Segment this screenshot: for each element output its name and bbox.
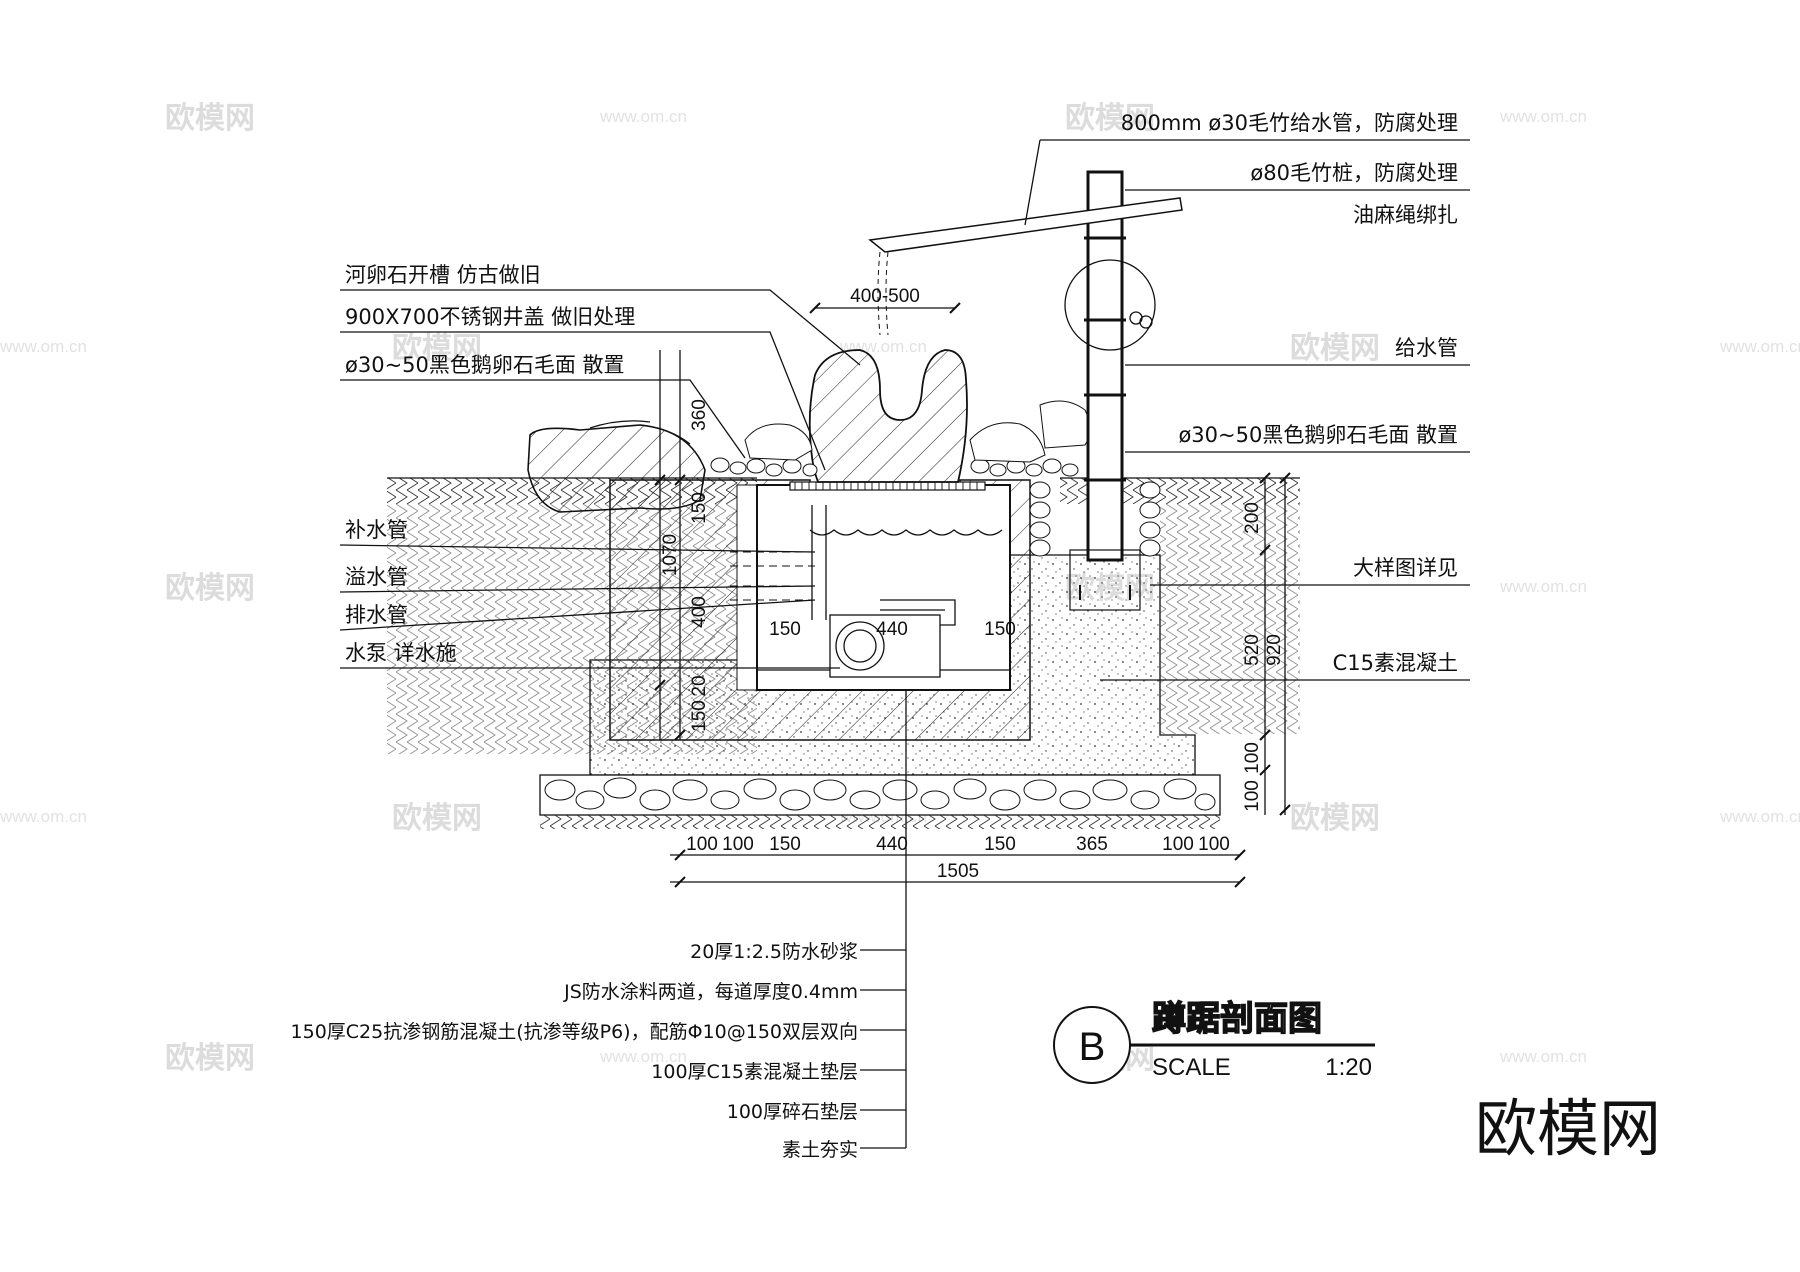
watermark-url: www.om.cn bbox=[599, 107, 687, 126]
callout-c15: C15素混凝土 bbox=[1333, 651, 1458, 675]
carved-stone bbox=[808, 349, 968, 483]
gravel-bed bbox=[539, 774, 1221, 829]
scale-value: 1:20 bbox=[1325, 1054, 1372, 1081]
callout-makeup-pipe: 补水管 bbox=[345, 518, 408, 542]
watermark-url: www.om.cn bbox=[1719, 807, 1800, 826]
layer-note-mortar: 20厚1:2.5防水砂浆 bbox=[690, 941, 858, 963]
callout-hemp-rope: 油麻绳绑扎 bbox=[1353, 203, 1458, 227]
callout-detail-ref: 大样图详见 bbox=[1353, 556, 1458, 580]
dim-bottom-365: 365 bbox=[1076, 834, 1108, 855]
dim-right-520: 520 bbox=[1242, 634, 1263, 666]
watermark-brand: 欧模网 bbox=[1065, 101, 1155, 136]
dim-right-200: 200 bbox=[1242, 502, 1263, 534]
watermark-url: www.om.cn bbox=[0, 337, 87, 356]
watermark-brand: 欧模网 bbox=[165, 1041, 255, 1076]
watermark-brand: 欧模网 bbox=[392, 801, 482, 836]
callout-bamboo-pile: ø80毛竹桩，防腐处理 bbox=[1250, 161, 1458, 185]
callout-overflow-pipe: 溢水管 bbox=[345, 565, 408, 589]
stone-boulders bbox=[527, 420, 706, 513]
watermark-brand: 欧模网 bbox=[1290, 801, 1380, 836]
leader-lines bbox=[339, 139, 1470, 1149]
dim-right-920: 920 bbox=[1264, 634, 1285, 666]
callout-pump: 水泵 详水施 bbox=[345, 641, 457, 665]
dim-right-100b: 100 bbox=[1242, 780, 1263, 812]
layer-note-gravel: 100厚碎石垫层 bbox=[727, 1101, 858, 1123]
dimension-lines bbox=[659, 307, 1286, 883]
pebble-cluster bbox=[710, 400, 1161, 557]
concrete-basin bbox=[609, 479, 1031, 741]
layer-note-js-coating: JS防水涂料两道，每道厚度0.4mm bbox=[563, 981, 858, 1003]
callout-pebbles-right: ø30~50黑色鹅卵石毛面 散置 bbox=[1178, 423, 1458, 447]
dim-right-100a: 100 bbox=[1242, 742, 1263, 774]
dim-left-150: 150 bbox=[689, 492, 710, 524]
bamboo-pile bbox=[868, 170, 1183, 611]
dim-left-360: 360 bbox=[689, 399, 710, 431]
watermark-brand: 欧模网 bbox=[165, 101, 255, 136]
title-block: B 蹲踞剖面图 SCALE 1:20 bbox=[1053, 998, 1375, 1084]
dim-left-1070: 1070 bbox=[660, 534, 681, 576]
dim-left-150b: 150 bbox=[689, 700, 710, 732]
dim-bottom-100d: 100 bbox=[1198, 834, 1230, 855]
layer-note-rc-concrete: 150厚C25抗渗钢筋混凝土(抗渗等级P6)，配筋Φ10@150双层双向 bbox=[291, 1021, 858, 1043]
dim-bottom-total: 1505 bbox=[937, 861, 979, 882]
watermark-brand: 欧模网 bbox=[1290, 331, 1380, 366]
callout-steel-cover: 900X700不锈钢井盖 做旧处理 bbox=[345, 305, 635, 329]
dim-bottom-100b: 100 bbox=[722, 834, 754, 855]
watermark-brand: 欧模网 bbox=[165, 571, 255, 606]
callout-drain-pipe: 排水管 bbox=[345, 603, 408, 627]
watermark-url: www.om.cn bbox=[1499, 107, 1587, 126]
watermark-url: www.om.cn bbox=[599, 1047, 687, 1066]
watermark-url: www.om.cn bbox=[1499, 577, 1587, 596]
callout-bamboo-pipe: 800mm ø30毛竹给水管，防腐处理 bbox=[1121, 111, 1458, 135]
watermark-brand: 欧模网 bbox=[392, 331, 482, 366]
dimension-ticks bbox=[654, 302, 1291, 888]
brand-logo: 欧模网 bbox=[1475, 1092, 1661, 1165]
dim-left-20: 20 bbox=[689, 675, 710, 696]
callout-stone-groove: 河卵石开槽 仿古做旧 bbox=[345, 263, 541, 287]
layer-note-c15-bedding: 100厚C15素混凝土垫层 bbox=[651, 1061, 858, 1083]
dim-bottom-100a: 100 bbox=[686, 834, 718, 855]
callout-supply-pipe: 给水管 bbox=[1395, 336, 1458, 360]
dim-bottom-100c: 100 bbox=[1162, 834, 1194, 855]
scale-label: SCALE bbox=[1152, 1054, 1231, 1081]
drawing-title: 蹲踞剖面图 bbox=[1152, 999, 1322, 1039]
dim-rock-width: 400-500 bbox=[850, 286, 920, 307]
dim-left-400: 400 bbox=[689, 596, 710, 628]
callout-pebbles-left: ø30~50黑色鹅卵石毛面 散置 bbox=[345, 353, 625, 377]
dim-inner-150-left: 150 bbox=[769, 619, 801, 640]
layer-note-soil: 素土夯实 bbox=[782, 1139, 858, 1161]
watermark-url: www.om.cn bbox=[1499, 1047, 1587, 1066]
watermark-url: www.om.cn bbox=[1719, 337, 1800, 356]
section-marker: B bbox=[1079, 1025, 1106, 1069]
dim-bottom-440: 440 bbox=[876, 834, 908, 855]
watermark-url: www.om.cn bbox=[0, 807, 87, 826]
dim-bottom-150b: 150 bbox=[984, 834, 1016, 855]
dim-inner-440: 440 bbox=[876, 619, 908, 640]
dim-inner-150-right: 150 bbox=[984, 619, 1016, 640]
dim-bottom-150a: 150 bbox=[769, 834, 801, 855]
